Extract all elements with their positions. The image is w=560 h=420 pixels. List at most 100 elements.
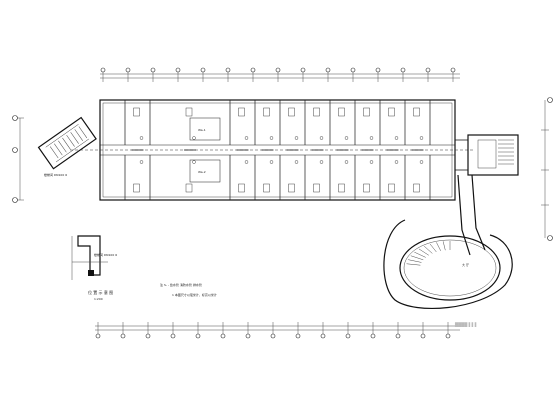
axis-bubble bbox=[450, 67, 456, 73]
axis-bubble bbox=[320, 333, 326, 339]
fixture-symbol bbox=[394, 136, 399, 140]
fixture-symbol bbox=[413, 107, 420, 117]
fixture-symbol bbox=[238, 107, 245, 117]
hall-stair-tread bbox=[429, 243, 437, 253]
hall-stair-tread bbox=[406, 263, 421, 266]
stair-tread bbox=[74, 129, 83, 141]
axis-bubble bbox=[325, 67, 331, 73]
fixture-symbol bbox=[369, 136, 374, 140]
fixture-symbol bbox=[133, 107, 140, 117]
hall-stair-tread bbox=[414, 251, 426, 258]
axis-bubble bbox=[375, 67, 381, 73]
right-stair-core bbox=[455, 134, 519, 176]
room-label-b: Wa-2 bbox=[198, 170, 206, 174]
fixture-symbol bbox=[344, 136, 349, 140]
fixture-symbol bbox=[338, 183, 345, 193]
axis-bubble bbox=[345, 333, 351, 339]
fixture-symbol bbox=[288, 107, 295, 117]
left-dimension-line bbox=[12, 115, 24, 203]
fixture-symbol bbox=[419, 136, 424, 140]
stair-tread bbox=[66, 134, 75, 147]
axis-bubble bbox=[145, 333, 151, 339]
fixture-symbol bbox=[263, 183, 270, 193]
fixture-symbol bbox=[388, 183, 395, 193]
stair-tread bbox=[54, 143, 63, 156]
lobby-label: 大 厅 bbox=[462, 262, 469, 267]
axis-bubble bbox=[200, 67, 206, 73]
axis-bubble bbox=[445, 333, 451, 339]
top-dimension-line bbox=[100, 67, 460, 82]
axis-bubble bbox=[400, 67, 406, 73]
location-scale: 1:200 bbox=[94, 297, 103, 301]
fixture-symbol bbox=[419, 160, 424, 164]
axis-bubble bbox=[220, 333, 226, 339]
location-detail: 楼梯间 DN100 6 位 置 示 意 图 1:200 bbox=[71, 235, 117, 301]
faint-watermark: ████ ▌▌▌ bbox=[454, 322, 478, 327]
location-title: 位 置 示 意 图 bbox=[88, 289, 113, 295]
axis-bubble bbox=[250, 67, 256, 73]
fixture-symbol bbox=[263, 107, 270, 117]
fixture-symbol bbox=[344, 160, 349, 164]
axis-bubble bbox=[100, 67, 106, 73]
axis-bubble bbox=[425, 67, 431, 73]
oval-hall: 大 厅 bbox=[383, 219, 513, 309]
legend-line-2: 1 本图尺寸以毫米计，标高以米计 bbox=[172, 292, 217, 297]
hall-stair-tread bbox=[408, 259, 422, 263]
axis-bubble bbox=[225, 67, 231, 73]
fixture-symbol bbox=[363, 183, 370, 193]
axis-bubble bbox=[95, 333, 101, 339]
fixture-symbol bbox=[319, 136, 324, 140]
right-dimension-line bbox=[541, 97, 553, 241]
legend-line-1: 注 S- - 给水管 消防水管 排水管 bbox=[160, 282, 202, 287]
stair-tread bbox=[58, 140, 67, 153]
fixture-symbol bbox=[388, 107, 395, 117]
fixture-symbol bbox=[133, 183, 140, 193]
fixture-symbol bbox=[185, 183, 193, 193]
connector-corridor bbox=[457, 174, 486, 256]
axis-bubble bbox=[350, 67, 356, 73]
fixture-symbol bbox=[288, 183, 295, 193]
axis-bubble bbox=[420, 333, 426, 339]
hall-stair-tread bbox=[442, 241, 446, 251]
main-building-block: Wa-1 Wa-2 bbox=[70, 99, 475, 201]
fixture-symbol bbox=[185, 107, 193, 117]
fixture-symbol bbox=[294, 136, 299, 140]
axis-bubble bbox=[175, 67, 181, 73]
axis-bubble bbox=[300, 67, 306, 73]
hall-stair-tread bbox=[423, 245, 433, 254]
stair-tread bbox=[62, 137, 71, 150]
axis-bubble bbox=[245, 333, 251, 339]
axis-bubble bbox=[295, 333, 301, 339]
axis-bubble bbox=[270, 333, 276, 339]
fixture-symbol bbox=[269, 136, 274, 140]
axis-bubble bbox=[170, 333, 176, 339]
axis-bubble bbox=[275, 67, 281, 73]
axis-bubble bbox=[150, 67, 156, 73]
hall-stair-tread bbox=[410, 255, 424, 261]
fixture-symbol bbox=[313, 107, 320, 117]
fixture-symbol bbox=[139, 136, 144, 140]
fixture-symbol bbox=[413, 183, 420, 193]
fixture-symbol bbox=[192, 136, 196, 140]
bottom-dimension-line bbox=[95, 322, 460, 339]
room-label-a: Wa-1 bbox=[198, 128, 206, 132]
stair-tread bbox=[49, 146, 59, 159]
detail-note: 楼梯间 DN100 6 bbox=[94, 252, 117, 257]
stair-tread bbox=[70, 132, 79, 144]
axis-bubble bbox=[195, 333, 201, 339]
fixture-symbol bbox=[394, 160, 399, 164]
fixture-symbol bbox=[338, 107, 345, 117]
fixture-symbol bbox=[269, 160, 274, 164]
fixture-symbol bbox=[244, 136, 249, 140]
fixture-symbol bbox=[369, 160, 374, 164]
hall-stair-tread bbox=[418, 248, 429, 256]
axis-bubble bbox=[395, 333, 401, 339]
stair-note: 楼梯间 DN100 6 bbox=[44, 172, 67, 177]
legend-notes: 注 S- - 给水管 消防水管 排水管 1 本图尺寸以毫米计，标高以米计 bbox=[160, 282, 217, 297]
axis-bubble bbox=[120, 333, 126, 339]
fixture-symbol bbox=[192, 160, 196, 164]
hall-stair-tread bbox=[436, 242, 441, 251]
fixture-symbol bbox=[313, 183, 320, 193]
fixture-symbol bbox=[319, 160, 324, 164]
